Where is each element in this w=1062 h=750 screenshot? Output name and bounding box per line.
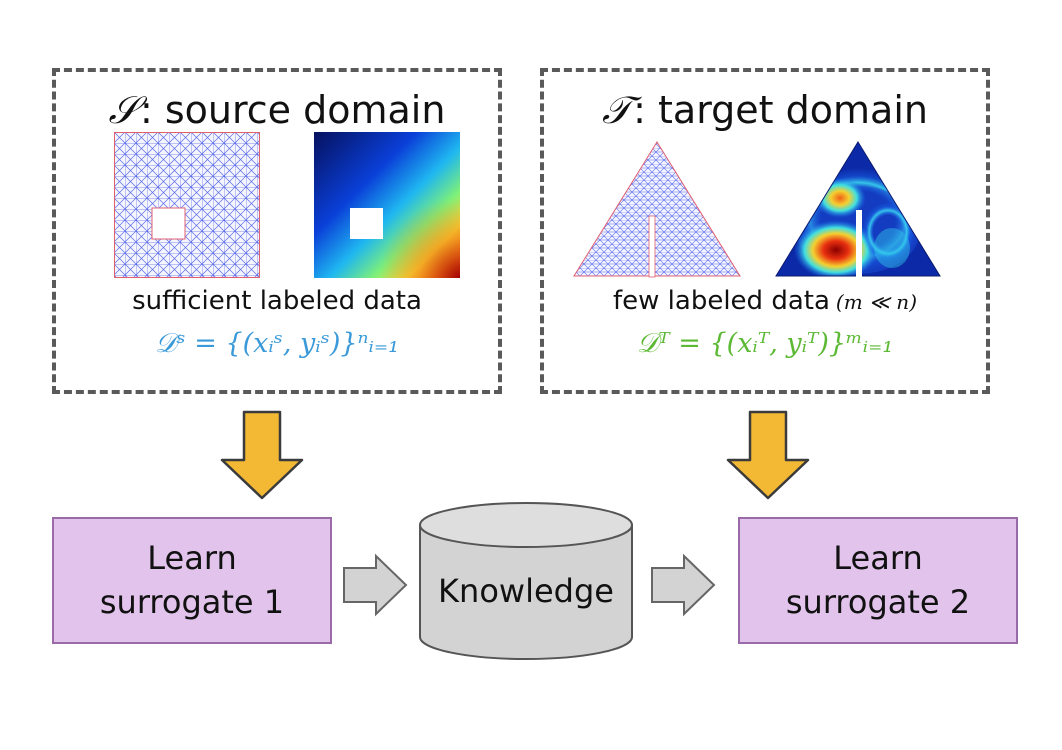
learn-surrogate-2-line2: surrogate 2 (785, 582, 971, 621)
target-domain-label: : target domain (633, 88, 928, 132)
learn-surrogate-1-line1: Learn (147, 539, 237, 578)
source-domain-panel: 𝒮: source domain sufficient labeled data… (52, 68, 502, 394)
source-domain-title: 𝒮: source domain (56, 88, 498, 133)
arrow-down-right (726, 410, 810, 500)
target-domain-symbol: 𝒯 (602, 88, 632, 132)
target-caption: few labeled data(m ≪ n) (544, 286, 986, 316)
arrow-right-to-knowledge (343, 553, 408, 617)
target-domain-panel: 𝒯: target domain few labeled data(m ≪ n)… (540, 68, 990, 394)
learn-surrogate-2-line1: Learn (833, 539, 923, 578)
knowledge-cylinder (419, 502, 633, 660)
target-domain-title: 𝒯: target domain (544, 88, 986, 133)
knowledge-label: Knowledge (438, 572, 614, 610)
source-dataset-formula: 𝒟ˢ = {(xᵢˢ, yᵢˢ)}ⁿᵢ₌₁ (154, 328, 399, 359)
target-field-image (775, 141, 941, 277)
target-caption-text: few labeled data (613, 286, 830, 316)
target-mesh-image (573, 141, 741, 278)
target-dataset-formula: 𝒟ᵀ = {(xᵢᵀ, yᵢᵀ)}ᵐᵢ₌₁ (636, 328, 894, 359)
source-domain-symbol: 𝒮 (108, 88, 138, 132)
learn-surrogate-1-box: Learn surrogate 1 (52, 517, 332, 644)
arrow-down-left (220, 410, 304, 500)
source-caption: sufficient labeled data (132, 286, 422, 316)
arrow-right-from-knowledge (651, 553, 716, 617)
source-mesh-image (114, 132, 260, 278)
source-field-image (314, 132, 460, 278)
target-caption-note: (m ≪ n) (835, 290, 917, 314)
source-domain-label: : source domain (139, 88, 446, 132)
learn-surrogate-1-line2: surrogate 1 (99, 582, 285, 621)
learn-surrogate-2-box: Learn surrogate 2 (738, 517, 1018, 644)
